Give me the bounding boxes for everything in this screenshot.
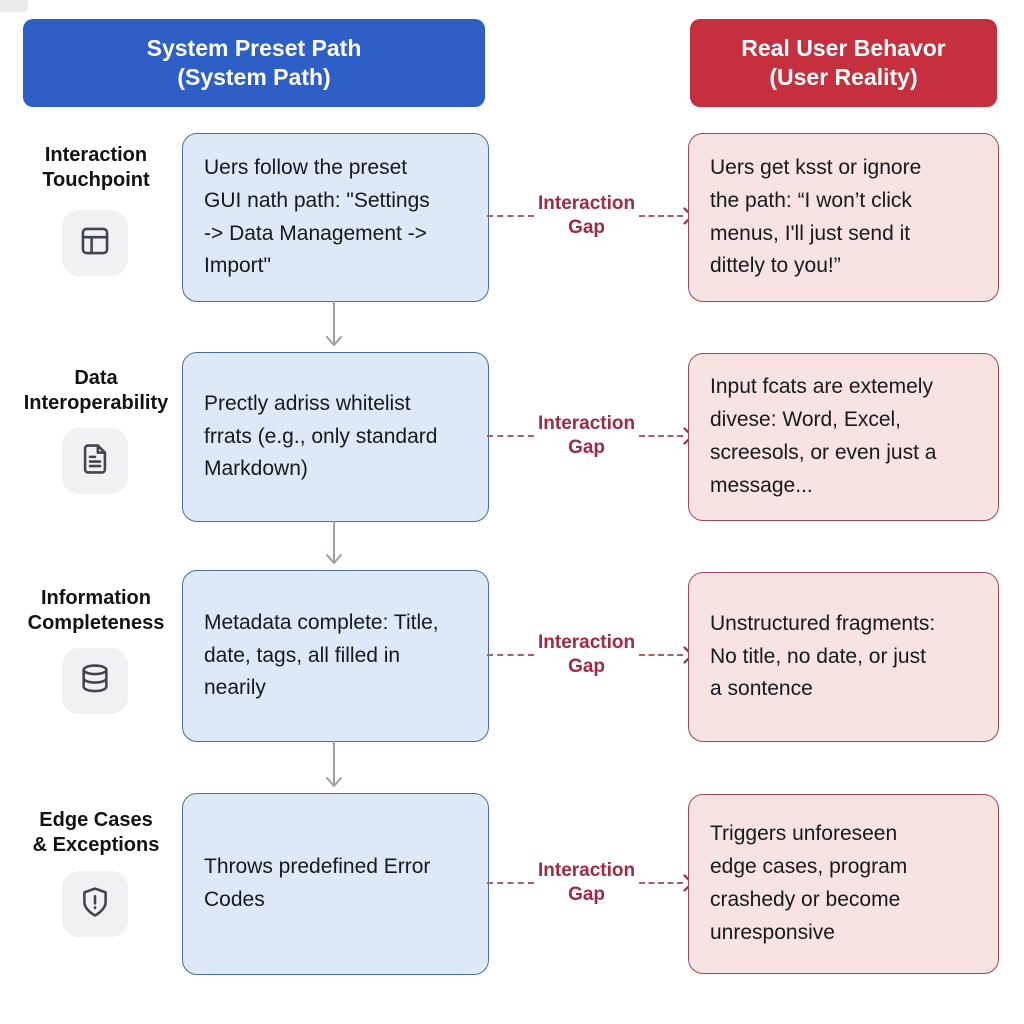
system-box-row2: Prectly adriss whitelist frrats (e.g., o… <box>182 352 489 522</box>
system-path-header: System Preset Path (System Path) <box>23 19 485 107</box>
gap-dash-left <box>487 882 534 884</box>
user-box-row2: Input fcats are extemely divese: Word, E… <box>688 353 999 521</box>
user-box-row4: Triggers unforeseen edge cases, program … <box>688 794 999 974</box>
file-text-icon <box>78 442 112 481</box>
database-icon <box>78 662 112 701</box>
category-icon-chip <box>62 428 128 494</box>
interaction-gap-label: Interaction Gap <box>538 632 636 677</box>
corner-artifact <box>0 0 28 12</box>
interaction-gap-connector-row3: Interaction Gap <box>487 610 694 700</box>
category-icon-chip <box>62 648 128 714</box>
category-label-information-completeness: Information Completeness <box>27 587 165 634</box>
flow-arrow-down-icon <box>323 521 345 569</box>
category-label-edge-cases-exceptions: Edge Cases & Exceptions <box>32 809 160 856</box>
category-label-data-interoperability: Data Interoperability <box>23 367 169 414</box>
flow-arrow-down-icon <box>323 741 345 792</box>
user-reality-header: Real User Behavor (User Reality) <box>690 19 997 107</box>
shield-alert-icon <box>78 885 112 924</box>
interaction-gap-label: Interaction Gap <box>538 413 636 458</box>
flow-arrow-down-icon <box>323 301 345 351</box>
gap-dash-right <box>639 654 684 656</box>
gap-dash-right <box>639 435 684 437</box>
gap-dash-left <box>487 215 534 217</box>
gap-dash-left <box>487 654 534 656</box>
interaction-gap-label: Interaction Gap <box>538 193 636 238</box>
interaction-gap-connector-row2: Interaction Gap <box>487 391 694 481</box>
category-icon-chip <box>62 210 128 276</box>
user-box-row3: Unstructured fragments: No title, no dat… <box>688 572 999 742</box>
interaction-gap-label: Interaction Gap <box>538 860 636 905</box>
category-icon-chip <box>62 871 128 937</box>
user-box-row1: Uers get ksst or ignore the path: “I won… <box>688 133 999 302</box>
gap-dash-right <box>639 215 684 217</box>
system-box-row3: Metadata complete: Title, date, tags, al… <box>182 570 489 742</box>
system-box-row4: Throws predefined Error Codes <box>182 793 489 975</box>
interaction-gap-connector-row4: Interaction Gap <box>487 838 694 928</box>
gap-dash-right <box>639 882 684 884</box>
interaction-gap-connector-row1: Interaction Gap <box>487 171 694 261</box>
layout-panel-icon <box>78 224 112 263</box>
gap-dash-left <box>487 435 534 437</box>
category-label-interaction-touchpoint: Interaction Touchpoint <box>42 144 150 191</box>
system-box-row1: Uers follow the preset GUI nath path: "S… <box>182 133 489 302</box>
